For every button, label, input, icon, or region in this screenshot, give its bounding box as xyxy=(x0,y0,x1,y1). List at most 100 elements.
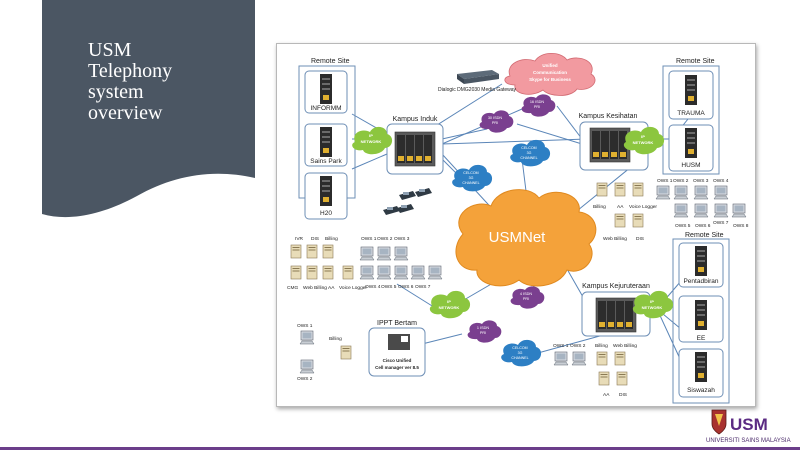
kampus-induk-label: Kampus Induk xyxy=(393,116,438,123)
title-line: system xyxy=(88,81,144,103)
site-ee-label: EE xyxy=(697,335,706,342)
unified-line-3: Skype for Business xyxy=(529,77,571,82)
induk-ows: OWS 1 OWS 2 OWS 3 OWS 4 OWS 5 OWS 6 OWS … xyxy=(359,236,443,290)
ip-network-cloud: IP NETWORK xyxy=(429,290,471,319)
ows-label: OWS 1 xyxy=(297,323,313,329)
media-gateway: Dialogic DMG2030 Media Gateway xyxy=(438,70,517,93)
server-label: Web Billing xyxy=(603,236,627,242)
ippt-label: IPPT Bertam xyxy=(377,320,417,327)
kejuruteraan-items: OWS 1 OWS 2 Billing Web Billing AA DIS xyxy=(553,343,637,398)
cisco-label: Cell manager ver 8.5 xyxy=(375,365,419,370)
site-trauma-label: TRAUMA xyxy=(677,110,705,117)
isdn-4-label: 4 ISDN xyxy=(520,292,532,296)
ows-label: OWS 5 xyxy=(675,223,691,229)
server-label: Web Billing xyxy=(303,285,327,291)
server-label: CMG xyxy=(287,285,298,291)
title-line: Telephony xyxy=(88,60,173,82)
ows-label: OWS 7 xyxy=(415,284,431,290)
site-husm-label: HUSM xyxy=(681,162,700,169)
site-sains-park-label: Sains Park xyxy=(310,158,342,165)
celcom-label: CHANNEL xyxy=(462,181,479,185)
isdn-16-label: 16 ISDN xyxy=(530,100,545,104)
ip-network-label: IP xyxy=(447,299,451,304)
ip-network-label: IP xyxy=(650,299,654,304)
server-label: AA xyxy=(603,392,610,398)
ip-network-label: NETWORK xyxy=(361,139,382,144)
ows-label: OWS 2 xyxy=(570,343,586,349)
server-label: Web Billing xyxy=(613,343,637,349)
unified-line-2: Communication xyxy=(533,70,567,75)
isdn-4-cloud: 4 ISDN PRI xyxy=(510,286,545,309)
isdn-30-cloud: 30 ISDN PRI xyxy=(479,110,514,133)
usmnet-cloud: USMNet xyxy=(455,189,597,287)
celcom-label: CELCOM xyxy=(521,146,536,150)
ippt-items: OWS 1 OWS 2 Billing xyxy=(297,323,352,382)
server-label: Voice Logger xyxy=(629,204,657,210)
server-label: Voice Logger xyxy=(339,285,367,291)
celcom-label: CELCOM xyxy=(463,171,478,175)
remote-site-right-bottom-title: Remote Site xyxy=(685,232,724,239)
isdn-4-label: PRI xyxy=(523,297,529,301)
isdn-1-label: 1 ISDN xyxy=(477,326,489,330)
kampus-kejuruteraan-label: Kampus Kejuruteraan xyxy=(582,283,650,290)
server-label: DIS xyxy=(636,236,644,242)
title-panel xyxy=(42,0,255,222)
server-label: Billing xyxy=(593,204,606,210)
logo-mark: USM xyxy=(730,415,768,434)
site-informm-label: INFORMM xyxy=(310,105,341,112)
usm-logo: USM UNIVERSITI SAINS MALAYSIA xyxy=(706,406,791,446)
ows-label: OWS 7 xyxy=(713,220,729,226)
remote-site-left-title: Remote Site xyxy=(311,58,350,65)
server-label: Billing xyxy=(329,336,342,342)
ippt-bertam: IPPT Bertam Cisco Unified Cell manager v… xyxy=(368,320,426,377)
ows-label: OWS 3 xyxy=(394,236,410,242)
ip-network-label: NETWORK xyxy=(642,305,663,310)
isdn-16-cloud: 16 ISDN PRI xyxy=(521,94,556,117)
server-label: Billing xyxy=(325,236,338,242)
ows-label: OWS 4 xyxy=(365,284,381,290)
celcom-label: 3G xyxy=(518,351,523,355)
ows-label: OWS 6 xyxy=(398,284,414,290)
title-panel-shape xyxy=(42,0,255,218)
ows-label: OWS 1 xyxy=(361,236,377,242)
celcom-label: CHANNEL xyxy=(520,156,537,160)
isdn-30-label: 30 ISDN xyxy=(488,116,503,120)
isdn-1-label: PRI xyxy=(480,331,486,335)
ows-label: OWS 6 xyxy=(695,223,711,229)
server-label: DIS xyxy=(311,236,319,242)
remote-site-right-top-box xyxy=(662,65,720,175)
network-diagram: Remote Site INFORMM Sains Park H20 Remot… xyxy=(276,43,756,407)
site-husm: HUSM xyxy=(668,124,714,172)
server-label: AA xyxy=(617,204,624,210)
induk-servers: IVR DIS Billing CMG Web Billing AA Voice… xyxy=(287,236,367,291)
ows-label: OWS 5 xyxy=(381,284,397,290)
site-trauma: TRAUMA xyxy=(668,70,714,120)
site-h20-label: H20 xyxy=(320,210,332,217)
ip-network-label: IP xyxy=(641,134,645,139)
ip-network-cloud: IP NETWORK xyxy=(623,126,665,155)
site-pentadbiran: Pentadbiran xyxy=(678,242,724,288)
site-siswazah: Siswazah xyxy=(678,348,724,398)
ows-label: OWS 2 xyxy=(673,178,689,184)
celcom-cloud: CELCOM 3G CHANNEL xyxy=(510,139,551,167)
cisco-label: Cisco Unified xyxy=(383,358,412,363)
celcom-label: 3G xyxy=(469,176,474,180)
ows-label: OWS 1 xyxy=(657,178,673,184)
site-ee: EE xyxy=(678,295,724,343)
ip-network-label: IP xyxy=(369,133,373,138)
ip-network-cloud: IP NETWORK xyxy=(352,126,393,155)
logo-caption: UNIVERSITI SAINS MALAYSIA xyxy=(706,438,791,444)
ip-phones xyxy=(383,188,432,215)
kampus-kesihatan-label: Kampus Kesihatan xyxy=(579,113,638,120)
kesihatan-ows: OWS 1 OWS 2 OWS 3 OWS 4 OWS 5 OWS 6 OWS … xyxy=(655,178,749,229)
isdn-30-label: PRI xyxy=(492,121,498,125)
celcom-cloud: CELCOM 3G CHANNEL xyxy=(501,339,542,367)
remote-site-right-bottom-box xyxy=(672,238,730,404)
site-siswazah-label: Siswazah xyxy=(687,387,715,394)
ip-network-cloud: IP NETWORK xyxy=(632,290,674,319)
gateway-label: Dialogic DMG2030 Media Gateway xyxy=(438,87,517,93)
ows-label: OWS 4 xyxy=(713,178,729,184)
remote-site-right-top-title: Remote Site xyxy=(676,58,715,65)
usmnet-label: USMNet xyxy=(489,229,547,246)
site-informm: INFORMM xyxy=(304,70,348,114)
